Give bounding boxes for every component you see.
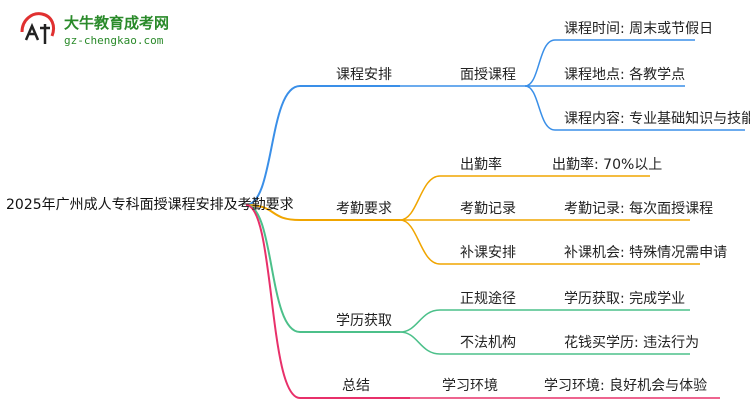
link-b3-c2 [399, 331, 540, 355]
brand-logo: 大牛教育成考网 gz-chengkao.com [14, 8, 214, 56]
leaf-node-3-1: 学历获取: 完成学业 [564, 291, 686, 307]
leaf-node-4-1: 学习环境: 良好机会与体验 [544, 378, 708, 394]
link-root-branch-2 [245, 204, 400, 221]
branch-node-2: 考勤要求 [336, 201, 392, 217]
link-root-branch-4 [245, 204, 410, 399]
leaf-node-1-1-3: 课程内容: 专业基础知识与技能培训 [564, 111, 750, 127]
link-b2-c3 [399, 219, 540, 265]
child-node-2-3: 补课安排 [460, 245, 516, 261]
brand-logo-icon [20, 12, 56, 44]
link-root-branch-3 [245, 204, 400, 333]
brand-name: 大牛教育成考网 [64, 14, 170, 32]
child-node-3-1: 正规途径 [460, 291, 516, 307]
link-b2-c1 [399, 175, 540, 221]
child-node-4-1: 学习环境 [442, 378, 498, 394]
child-node-3-2: 不法机构 [460, 335, 516, 351]
child-node-1-1: 面授课程 [460, 67, 516, 83]
branch-node-3: 学历获取 [336, 313, 392, 329]
brand-url: gz-chengkao.com [64, 34, 164, 47]
child-node-2-1: 出勤率 [460, 157, 502, 173]
branch-node-1: 课程安排 [336, 67, 392, 83]
link-b3-c1 [399, 309, 540, 333]
leaf-node-2-3: 补课机会: 特殊情况需申请 [564, 245, 728, 261]
child-node-2-2: 考勤记录 [460, 201, 516, 217]
leaf-node-2-2: 考勤记录: 每次面授课程 [564, 201, 714, 217]
leaf-node-2-1: 出勤率: 70%以上 [552, 157, 663, 173]
leaf-node-1-1-2: 课程地点: 各教学点 [564, 67, 686, 83]
leaf-node-1-1-1: 课程时间: 周末或节假日 [564, 21, 714, 37]
root-node: 2025年广州成人专科面授课程安排及考勤要求 [6, 197, 294, 213]
link-root-branch-1 [245, 85, 400, 206]
branch-node-4: 总结 [342, 378, 370, 394]
link-b1-c1-l1 [524, 39, 695, 87]
link-b1-c1-l3 [524, 85, 745, 131]
leaf-node-3-2: 花钱买学历: 违法行为 [564, 335, 700, 351]
